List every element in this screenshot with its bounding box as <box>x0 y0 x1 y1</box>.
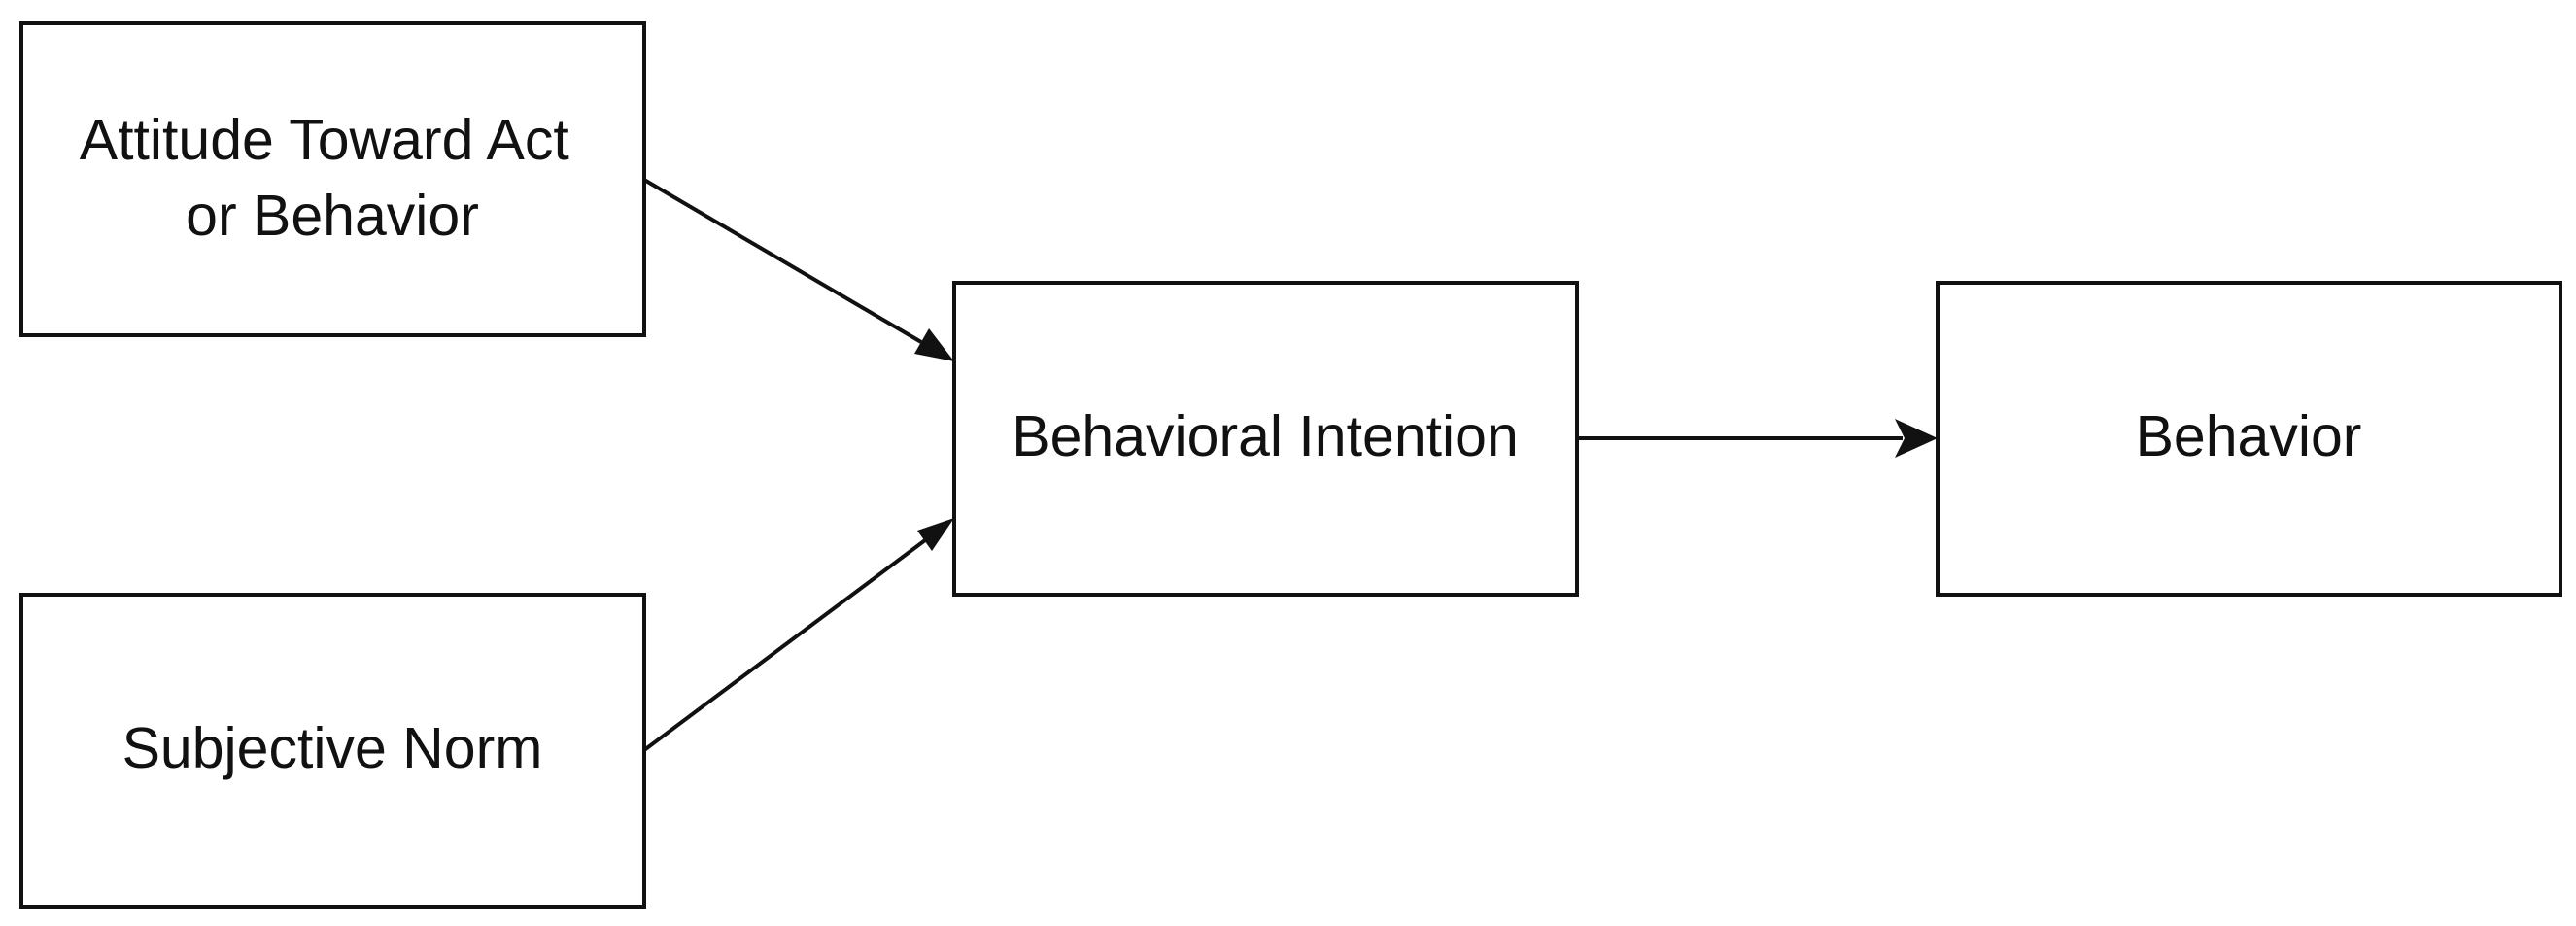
node-behavior-label: Behavior <box>2136 404 2362 468</box>
arrowhead-icon <box>917 518 954 551</box>
edge-attitude-to-intention-line <box>642 178 923 344</box>
node-attitude-box <box>19 21 646 337</box>
node-behavior: Behavior <box>1936 281 2562 597</box>
arrowhead-icon <box>1895 419 1938 458</box>
node-subjective-norm: Subjective Norm <box>19 593 646 909</box>
node-behavioral-intention-label: Behavioral Intention <box>1012 404 1519 468</box>
node-behavioral-intention: Behavioral Intention <box>952 281 1579 597</box>
node-attitude-label: Attitude Toward Act or Behavior <box>80 108 585 248</box>
node-behavior-box <box>1936 281 2562 597</box>
node-subjective-norm-label: Subjective Norm <box>122 716 543 780</box>
edge-intention-to-behavior <box>1577 419 1938 458</box>
node-attitude-label-line1: Attitude Toward Act <box>80 108 569 172</box>
edge-norm-to-intention <box>642 518 954 752</box>
edge-norm-to-intention-line <box>642 538 927 752</box>
arrowhead-icon <box>914 328 954 361</box>
node-subjective-norm-box <box>19 593 646 909</box>
node-attitude-label-line2: or Behavior <box>186 184 479 248</box>
node-attitude: Attitude Toward Act or Behavior <box>19 21 646 337</box>
edge-attitude-to-intention <box>642 178 954 361</box>
